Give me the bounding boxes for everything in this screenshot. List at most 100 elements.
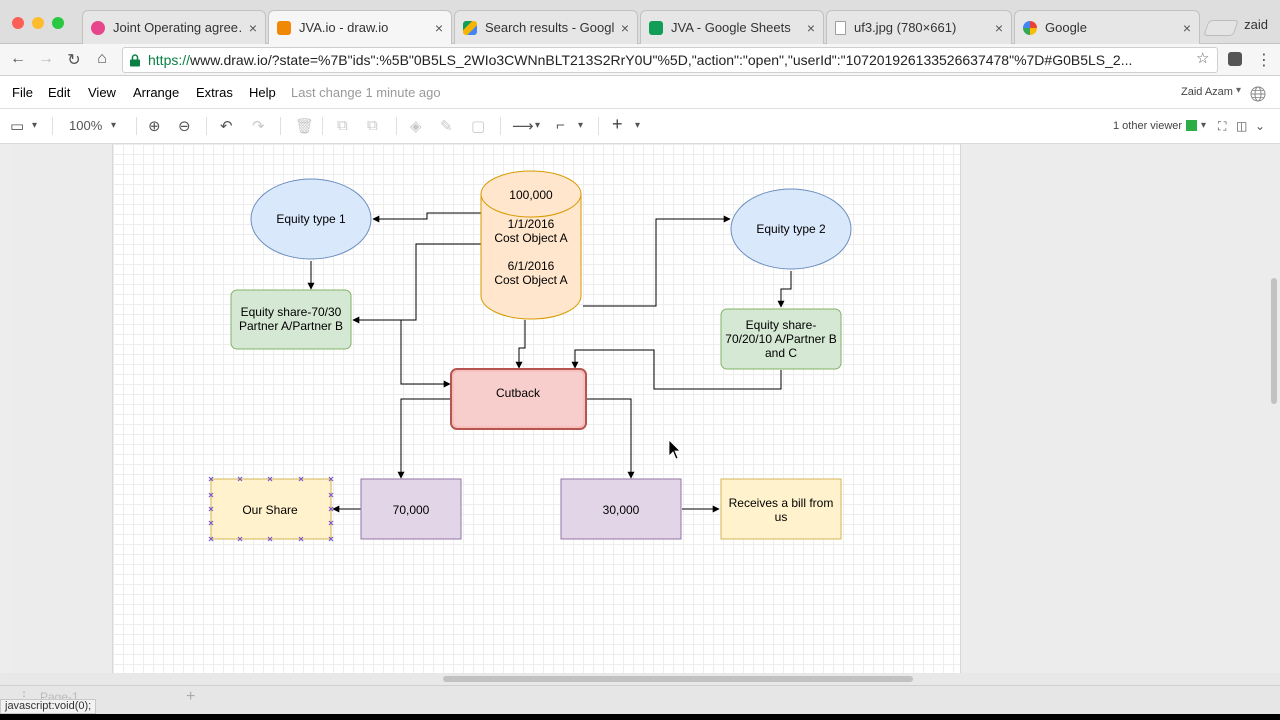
selection-handles[interactable] [208, 476, 334, 542]
home-icon[interactable]: ⌂ [97, 50, 107, 67]
last-change-status[interactable]: Last change 1 minute ago [291, 85, 441, 100]
drawio-favicon-icon [277, 20, 291, 35]
connector-equity-type-2-to-share[interactable] [777, 271, 792, 308]
address-bar[interactable]: https:// www.draw.io/?state=%7B"ids":%5B… [122, 47, 1218, 73]
database-cost-object-2: Cost Object A [494, 273, 567, 287]
amount-70000-node[interactable]: 70,000 [360, 478, 462, 540]
app-toolbar: ▭ ▾ 100% ▾ ⊕ ⊖ ↶ ↷ 🗑 ⧉ ⧉ ◈ ✎ ▢ ⟶ ▾ ⌐ ▾ +… [0, 109, 1280, 144]
tab-title: Search results - Googl… [485, 20, 615, 35]
cutback-node[interactable]: Cutback [450, 368, 587, 430]
horizontal-scrollbar[interactable] [443, 676, 913, 682]
chevron-down-icon[interactable]: ▾ [535, 120, 541, 131]
amount-30000-node[interactable]: 30,000 [560, 478, 682, 540]
format-toggle-icon[interactable]: ◫ [1236, 119, 1248, 133]
connection-arrow-icon[interactable]: ⟶ [512, 118, 534, 135]
zoom-out-icon[interactable]: ⊖ [178, 118, 191, 135]
insert-plus-icon[interactable]: + [612, 114, 623, 134]
equity-type-1-label: Equity type 1 [276, 212, 346, 226]
database-amount: 100,000 [509, 188, 553, 202]
menu-view[interactable]: View [88, 85, 116, 100]
minimize-window-button[interactable] [32, 17, 44, 29]
zoom-level[interactable]: 100% [69, 118, 103, 133]
back-arrow-icon[interactable]: ← [10, 50, 26, 67]
maximize-window-button[interactable] [52, 17, 64, 29]
equity-share-2-line-3: and C [765, 346, 797, 360]
menu-arrange[interactable]: Arrange [133, 85, 180, 100]
format-panel-icon[interactable]: ▭ [10, 118, 25, 135]
fill-color-icon[interactable]: ◈ [410, 118, 422, 135]
fullscreen-icon[interactable]: ⛶ [1218, 119, 1227, 133]
tab-close-icon[interactable]: × [806, 19, 815, 36]
browser-tab-drawio[interactable]: JVA.io - draw.io × [268, 10, 452, 44]
connector-db-to-share-1[interactable] [352, 243, 481, 324]
equity-type-2-node[interactable]: Equity type 2 [730, 188, 852, 270]
new-tab-button[interactable] [1203, 20, 1239, 36]
browser-tab-google-sheets[interactable]: JVA - Google Sheets × [640, 10, 824, 44]
zoom-in-icon[interactable]: ⊕ [148, 118, 161, 135]
reload-icon[interactable]: ↻ [67, 52, 81, 69]
toolbar-divider [136, 117, 137, 135]
database-shape[interactable]: 100,000 1/1/2016 Cost Object A 6/1/2016 … [480, 170, 582, 320]
viewer-color-swatch [1186, 120, 1197, 131]
delete-icon[interactable]: 🗑 [295, 118, 315, 135]
menu-help[interactable]: Help [249, 85, 276, 100]
equity-share-2-line-1: Equity share- [746, 318, 817, 332]
shadow-icon[interactable]: ▢ [471, 118, 486, 135]
menu-file[interactable]: File [12, 85, 33, 100]
chevron-down-icon[interactable]: ▾ [635, 120, 641, 131]
tab-close-icon[interactable]: × [248, 19, 257, 36]
browser-tab-image[interactable]: uf3.jpg (780×661) × [826, 10, 1012, 44]
diagram-canvas[interactable]: 100,000 1/1/2016 Cost Object A 6/1/2016 … [0, 144, 1280, 685]
connector-share-2-to-cutback[interactable] [571, 349, 782, 390]
chevron-down-icon[interactable]: ▾ [32, 120, 38, 131]
browser-profile-name[interactable]: zaid [1244, 17, 1268, 32]
menu-extras[interactable]: Extras [196, 85, 233, 100]
language-globe-icon[interactable] [1250, 86, 1266, 102]
browser-tab-joint-operating[interactable]: Joint Operating agree… × [82, 10, 266, 44]
sidebar-collapsed[interactable] [0, 144, 12, 685]
waypoints-icon[interactable]: ⌐ [556, 117, 565, 134]
connector-db-to-equity-type-2[interactable] [583, 215, 731, 307]
tab-close-icon[interactable]: × [620, 19, 629, 36]
tab-close-icon[interactable]: × [434, 19, 443, 36]
connector-db-to-cutback[interactable] [515, 320, 526, 369]
tab-title: Joint Operating agree… [113, 20, 243, 35]
browser-status-bar: javascript:void(0); [0, 699, 97, 714]
chevron-down-icon[interactable]: ▾ [1236, 85, 1242, 96]
forward-arrow-icon[interactable]: → [38, 50, 54, 67]
user-name[interactable]: Zaid Azam [1181, 86, 1233, 98]
connector-share-1-to-cutback[interactable] [400, 320, 451, 388]
chevron-down-icon[interactable]: ▾ [111, 120, 117, 131]
toolbar-divider [206, 117, 207, 135]
line-color-icon[interactable]: ✎ [440, 118, 453, 135]
receives-bill-node[interactable]: Receives a bill from us [720, 478, 842, 540]
vertical-scrollbar[interactable] [1271, 278, 1277, 404]
to-front-icon[interactable]: ⧉ [337, 117, 348, 134]
bookmark-star-icon[interactable]: ☆ [1196, 50, 1210, 67]
browser-tab-google[interactable]: Google × [1014, 10, 1200, 44]
menu-edit[interactable]: Edit [48, 85, 71, 100]
collapse-icon[interactable]: ⌄ [1255, 119, 1266, 133]
connector-db-to-equity-type-1[interactable] [372, 212, 481, 223]
close-window-button[interactable] [12, 17, 24, 29]
connector-cutback-to-70000[interactable] [397, 398, 451, 479]
equity-share-2-node[interactable]: Equity share- 70/20/10 A/Partner B and C [720, 308, 842, 370]
database-date-2: 6/1/2016 [508, 259, 555, 273]
tab-close-icon[interactable]: × [1182, 19, 1191, 36]
equity-type-1-node[interactable]: Equity type 1 [250, 178, 372, 260]
extension-icon[interactable] [1228, 52, 1242, 66]
add-page-icon[interactable]: + [186, 688, 196, 705]
chevron-down-icon[interactable]: ▾ [578, 120, 584, 131]
browser-tab-search-results[interactable]: Search results - Googl… × [454, 10, 638, 44]
connector-cutback-to-30000[interactable] [587, 398, 635, 479]
other-viewers-label[interactable]: 1 other viewer [1113, 120, 1183, 132]
browser-menu-icon[interactable]: ⋮ [1256, 52, 1272, 69]
our-share-node[interactable]: Our Share [208, 476, 334, 542]
redo-icon[interactable]: ↷ [252, 118, 265, 135]
equity-share-1-node[interactable]: Equity share-70/30 Partner A/Partner B [230, 289, 352, 350]
tab-close-icon[interactable]: × [994, 19, 1003, 36]
to-back-icon[interactable]: ⧉ [367, 117, 378, 134]
chevron-down-icon[interactable]: ▾ [1201, 120, 1207, 131]
undo-icon[interactable]: ↶ [220, 118, 233, 135]
amount-70000-label: 70,000 [393, 503, 430, 517]
